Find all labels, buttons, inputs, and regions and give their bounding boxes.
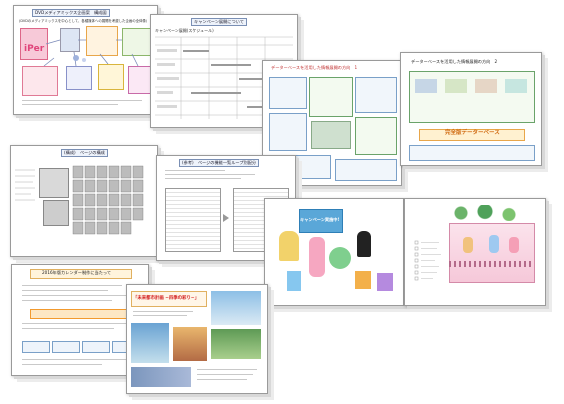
- dvd-package-image: [20, 28, 48, 60]
- character-image: [489, 235, 499, 253]
- character-image: [509, 237, 519, 253]
- connector-arrows: [43, 39, 139, 67]
- content-box: [269, 113, 307, 151]
- checklist: [414, 240, 441, 281]
- page-title: 2016年版カレンダー制作に当たって: [42, 270, 112, 275]
- balcony-illustration: [449, 261, 533, 267]
- media-box: [122, 28, 152, 56]
- poster-banner-background: [299, 209, 343, 233]
- flow-box: [52, 341, 80, 353]
- content-box: [355, 77, 397, 113]
- page-title: (参考) ページの機能一覧ループ別配分: [179, 159, 260, 167]
- media-box: [128, 66, 154, 94]
- character-image: [329, 247, 351, 269]
- thumbnail: [445, 79, 467, 93]
- thumbnail: [475, 79, 497, 93]
- building-illustration: [449, 223, 535, 283]
- photo: [131, 367, 191, 387]
- media-box: [98, 64, 124, 90]
- page-thumbnail-grid: [15, 165, 144, 235]
- document-page-database-2: データーベースを活用した情報展開の方向 2 完全版データーベース: [400, 52, 542, 166]
- page-title: データーベースを活用した情報展開の方向 1: [271, 65, 358, 70]
- document-page-illustration: [404, 198, 546, 306]
- content-box: [269, 77, 307, 109]
- function-table: [165, 188, 221, 252]
- cover-thumbnail: [43, 200, 69, 226]
- thumbnail: [415, 79, 437, 93]
- media-box: [22, 66, 58, 96]
- page-title: (構成) ページの構成: [61, 149, 108, 157]
- database-banner: 完全版データーベース: [445, 130, 500, 136]
- page-title: データーベースを活用した情報展開の方向 2: [411, 59, 498, 64]
- content-box: [409, 145, 535, 161]
- media-box: [66, 66, 92, 90]
- page-subtitle: (DVDのメディアミックスを中心として、各種媒体への展開を考慮した企画の全体像): [19, 19, 148, 23]
- arrow-icon: [223, 214, 229, 222]
- title-bar-background: [30, 269, 132, 279]
- document-page-composition: (構成) ページの構成: [10, 145, 158, 257]
- cover-thumbnail: [39, 168, 69, 198]
- document-page-campaign-poster: キャンペーン実施中!: [264, 198, 404, 306]
- photo: [211, 329, 261, 359]
- photo: [211, 291, 261, 325]
- document-page-magazine: 「未来都市計画 ~四季の彩り~」: [126, 284, 268, 394]
- screenshot-thumbnail: [311, 121, 351, 149]
- thumbnail: [505, 79, 527, 93]
- document-page-database-1: データーベースを活用した情報展開の方向 1: [262, 60, 402, 186]
- content-box: [335, 159, 397, 181]
- character-image: [357, 231, 371, 257]
- product-image: [355, 271, 371, 289]
- poster-banner: キャンペーン実施中!: [300, 217, 340, 222]
- media-box: [86, 26, 118, 56]
- headline: 「未来都市計画 ~四季の彩り~」: [133, 296, 199, 301]
- page-title: キャンペーン展開について: [191, 18, 247, 26]
- character-image: [463, 237, 473, 253]
- photo: [131, 323, 169, 363]
- page-title: DVDメディアミックス企画案 構成図: [32, 9, 110, 17]
- brand-logo: iPer: [24, 44, 45, 54]
- document-page-promo-plan: DVDメディアミックス企画案 構成図 (DVDのメディアミックスを中心として、各…: [13, 5, 158, 115]
- page-subtitle: キャンペーン展開(スケジュール): [155, 28, 214, 33]
- character-image: [279, 231, 299, 261]
- product-image: [377, 273, 393, 291]
- content-box: [309, 77, 353, 117]
- headline-background: [131, 291, 207, 307]
- character-image: [309, 237, 325, 277]
- highlight-box: [30, 309, 132, 319]
- product-image: [287, 271, 301, 291]
- flow-box: [82, 341, 110, 353]
- banner-background: [419, 129, 525, 141]
- plant-illustration: [445, 205, 525, 221]
- flow-box: [22, 341, 50, 353]
- photo: [173, 327, 207, 361]
- content-box: [355, 117, 397, 155]
